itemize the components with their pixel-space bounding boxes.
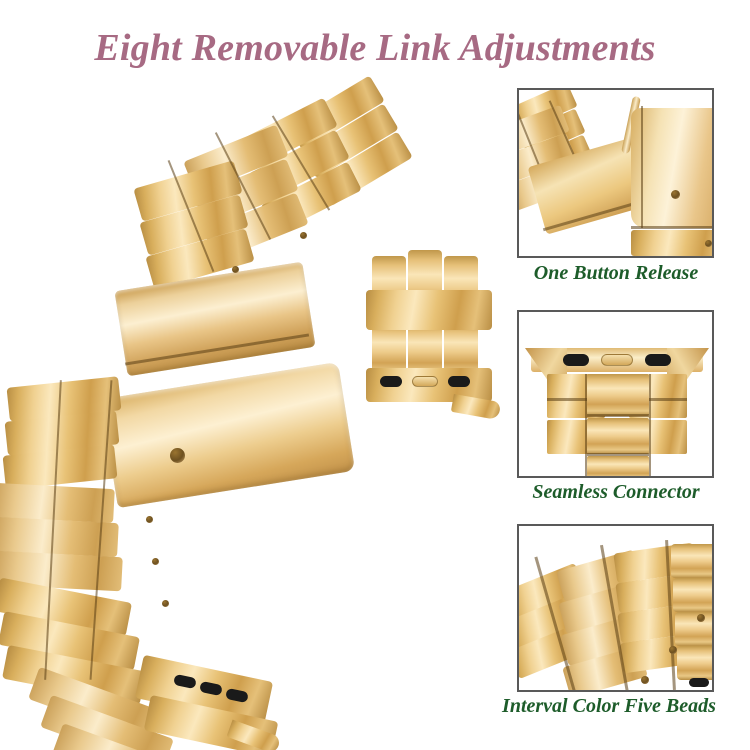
clasp-closeup-image [519,90,712,256]
clasp-cover-plate [100,361,356,509]
clasp-release-button [170,448,185,463]
lug-connector [366,290,492,330]
detail-panel-one-button-release [517,88,714,258]
five-bead-closeup-image [519,526,712,690]
watch-band-illustration [0,75,510,750]
main-product-image [0,75,510,750]
link-pin-hole [152,558,159,565]
link-pin-hole [300,232,307,239]
link-pin-hole [162,600,169,607]
detail-panel-caption-seamless-connector: Seamless Connector [532,481,700,503]
detail-panel-caption-one-button-release: One Button Release [533,262,699,284]
page-title: Eight Removable Link Adjustments [94,27,656,69]
lug-pin [412,376,438,387]
link-pin-hole [232,266,239,273]
detail-panel-interval-color-five-beads [517,524,714,692]
lug-tip [450,393,502,421]
lug-slot [380,376,402,387]
detail-panel-caption-interval-color-five-beads: Interval Color Five Beads [502,695,716,717]
connector-closeup-image [519,312,712,476]
detail-panel-seamless-connector [517,310,714,478]
lug-slot [448,376,470,387]
link-pin-hole [146,516,153,523]
